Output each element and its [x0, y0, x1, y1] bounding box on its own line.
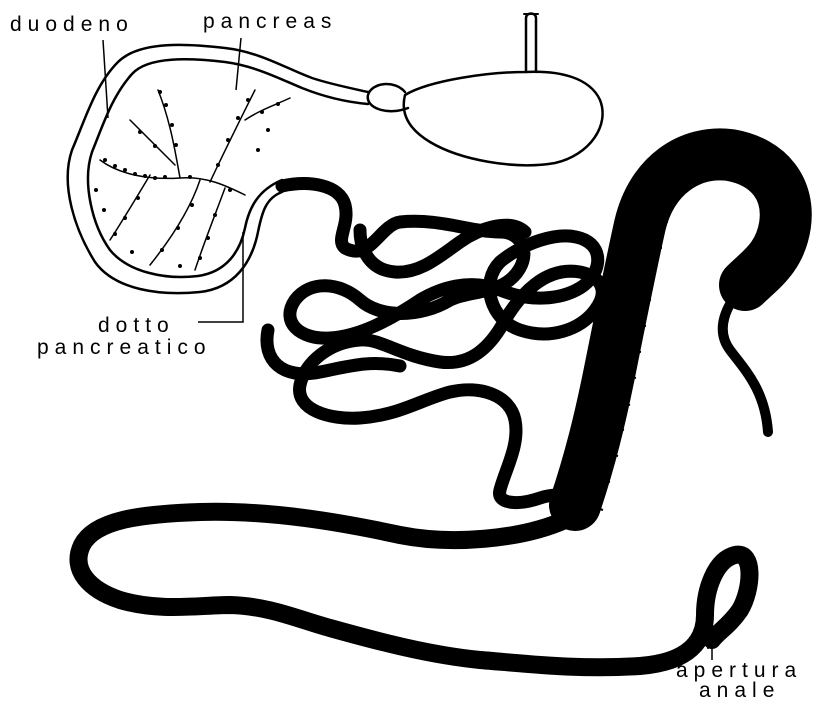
duodenum	[68, 45, 368, 293]
rectum-tube	[78, 510, 749, 668]
stomach	[368, 14, 603, 166]
label-pancreas: pancreas	[203, 12, 337, 32]
pancreas-lobules	[94, 90, 280, 268]
label-duodeno: duodeno	[10, 15, 134, 35]
pancreas	[94, 90, 290, 270]
label-dotto-pancreatico-line1: dotto	[98, 316, 175, 336]
label-apertura-anale-line2: anale	[699, 681, 780, 701]
label-dotto-pancreatico-line2: pancreatico	[37, 338, 212, 358]
small-intestine	[267, 184, 602, 503]
label-apertura-anale-line1: apertura	[676, 661, 802, 681]
